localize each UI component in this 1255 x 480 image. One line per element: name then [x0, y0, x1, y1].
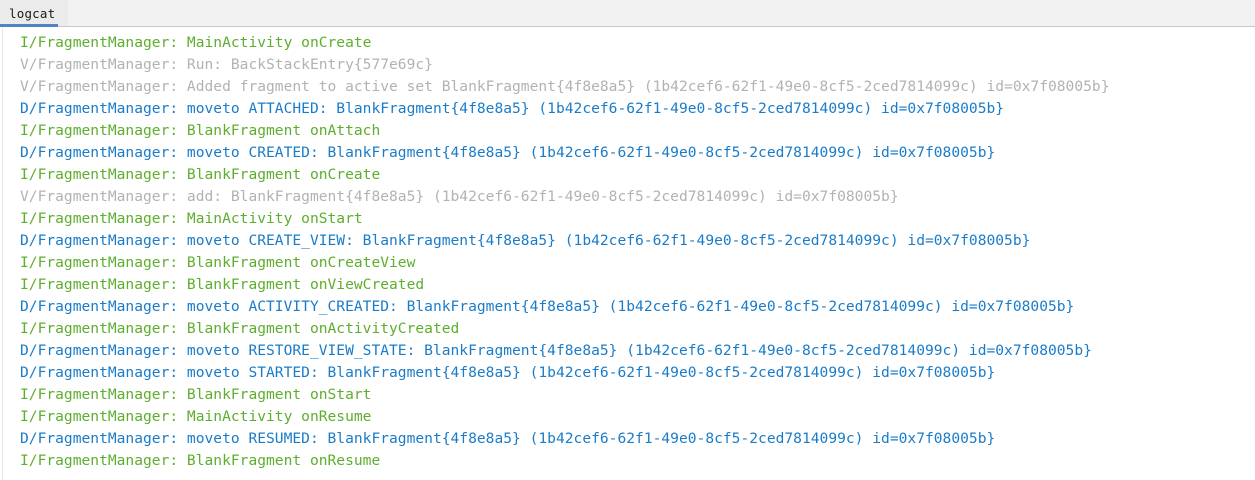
- log-line[interactable]: D/FragmentManager: moveto ATTACHED: Blan…: [20, 100, 1005, 117]
- tab-active-indicator: [0, 24, 58, 27]
- logcat-console[interactable]: I/FragmentManager: MainActivity onCreate…: [0, 27, 1255, 480]
- log-line[interactable]: D/FragmentManager: moveto RESTORE_VIEW_S…: [20, 342, 1092, 359]
- log-line[interactable]: I/FragmentManager: BlankFragment onCreat…: [20, 254, 416, 271]
- log-line[interactable]: I/FragmentManager: BlankFragment onStart: [20, 386, 372, 403]
- tab-logcat-label: logcat: [9, 5, 56, 21]
- log-line[interactable]: I/FragmentManager: BlankFragment onAttac…: [20, 122, 381, 139]
- log-line[interactable]: I/FragmentManager: BlankFragment onCreat…: [20, 166, 381, 183]
- logcat-toolwindow-header: logcat: [0, 0, 1255, 27]
- log-line[interactable]: D/FragmentManager: moveto STARTED: Blank…: [20, 364, 996, 381]
- log-line[interactable]: I/FragmentManager: BlankFragment onResum…: [20, 452, 381, 469]
- log-line-list: I/FragmentManager: MainActivity onCreate…: [0, 32, 1255, 472]
- log-line[interactable]: D/FragmentManager: moveto RESUMED: Blank…: [20, 430, 996, 447]
- log-line[interactable]: V/FragmentManager: Run: BackStackEntry{5…: [20, 56, 433, 73]
- log-line[interactable]: V/FragmentManager: add: BlankFragment{4f…: [20, 188, 899, 205]
- log-line[interactable]: D/FragmentManager: moveto CREATED: Blank…: [20, 144, 996, 161]
- log-line[interactable]: I/FragmentManager: MainActivity onStart: [20, 210, 363, 227]
- log-line[interactable]: V/FragmentManager: Added fragment to act…: [20, 78, 1110, 95]
- log-line[interactable]: I/FragmentManager: MainActivity onResume: [20, 408, 372, 425]
- log-line[interactable]: I/FragmentManager: MainActivity onCreate: [20, 34, 372, 51]
- log-line[interactable]: D/FragmentManager: moveto CREATE_VIEW: B…: [20, 232, 1031, 249]
- log-line[interactable]: I/FragmentManager: BlankFragment onActiv…: [20, 320, 460, 337]
- tab-logcat[interactable]: logcat: [0, 0, 69, 27]
- console-gutter-divider: [2, 27, 3, 480]
- log-line[interactable]: I/FragmentManager: BlankFragment onViewC…: [20, 276, 425, 293]
- log-line[interactable]: D/FragmentManager: moveto ACTIVITY_CREAT…: [20, 298, 1075, 315]
